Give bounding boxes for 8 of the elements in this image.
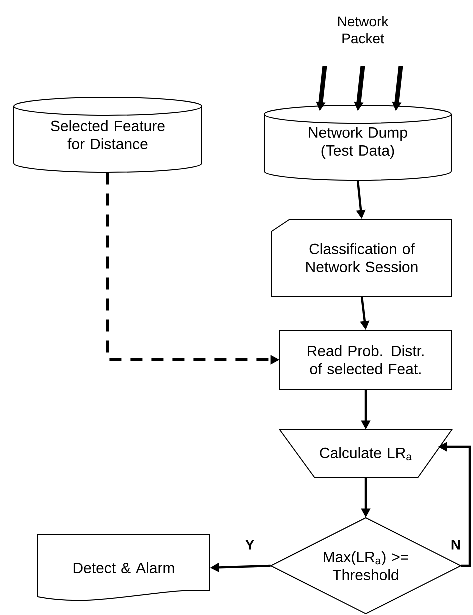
process-box: Read Prob. Distr. of selected Feat. [280, 330, 452, 390]
document-shape: Detect & Alarm [38, 534, 210, 602]
database-cylinder: Network Dump (Test Data) [264, 105, 452, 181]
edge-label: N [450, 539, 462, 551]
input-label: Network Packet [338, 16, 389, 44]
database-cylinder: Selected Feature for Distance [14, 97, 202, 173]
edge-label: Y [244, 539, 256, 551]
process-card: Classification of Network Session [272, 219, 452, 297]
